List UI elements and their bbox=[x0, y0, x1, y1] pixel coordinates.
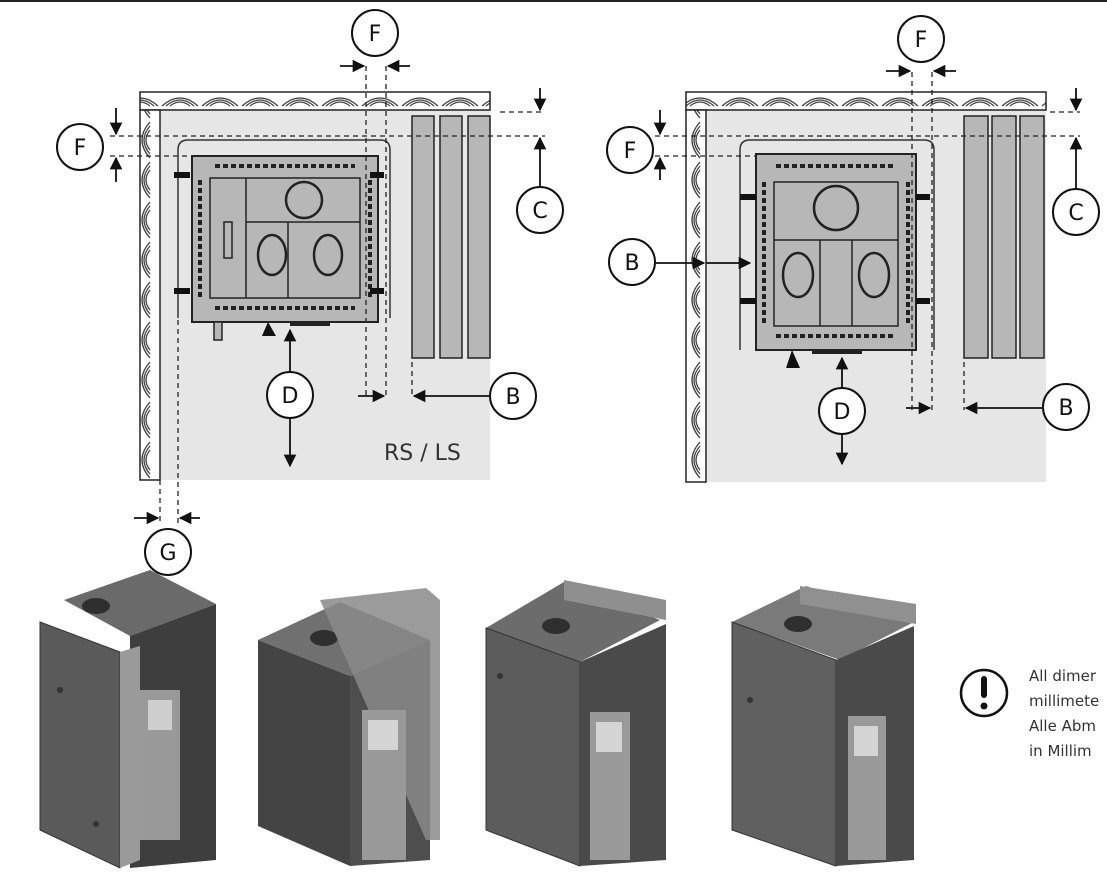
dimension-note: All dimer millimete Alle Abm in Millim bbox=[1029, 664, 1107, 764]
note-line: All dimer bbox=[1029, 667, 1097, 685]
stove-variant-3 bbox=[485, 580, 666, 867]
right-plan-diagram: F F C B D B bbox=[606, 15, 1100, 483]
label-d: D bbox=[818, 387, 866, 435]
stove-variant-4 bbox=[731, 586, 916, 867]
heater-panel bbox=[467, 115, 491, 359]
svg-text:C: C bbox=[1068, 201, 1083, 226]
heater-panel bbox=[1019, 115, 1045, 359]
back-wall bbox=[685, 91, 1047, 111]
label-b: B bbox=[489, 372, 537, 420]
svg-text:B: B bbox=[1058, 396, 1073, 421]
label-f-side: F bbox=[56, 123, 104, 171]
svg-text:G: G bbox=[159, 541, 176, 566]
label-f-top: F bbox=[897, 15, 945, 63]
heater-panel bbox=[439, 115, 463, 359]
label-b: B bbox=[1042, 383, 1090, 431]
note-line: in Millim bbox=[1029, 742, 1092, 760]
stove-inner bbox=[209, 177, 361, 299]
stone-hole bbox=[781, 251, 815, 299]
shield-outline bbox=[739, 139, 935, 350]
svg-text:F: F bbox=[915, 28, 928, 53]
side-wall bbox=[139, 109, 161, 481]
exclamation-circle-icon bbox=[959, 668, 1009, 718]
stove-top-view bbox=[755, 153, 917, 351]
heater-panel bbox=[411, 115, 435, 359]
heater-panel bbox=[991, 115, 1017, 359]
svg-text:B: B bbox=[505, 385, 520, 410]
note-line: millimete bbox=[1029, 692, 1100, 710]
stone-hole bbox=[256, 233, 288, 277]
svg-text:B: B bbox=[624, 251, 639, 276]
svg-text:D: D bbox=[282, 384, 299, 409]
label-c: C bbox=[1052, 188, 1100, 236]
shield-outline bbox=[177, 139, 391, 318]
note-line: Alle Abm bbox=[1029, 717, 1096, 735]
stone-hole bbox=[284, 180, 324, 220]
stone-hole bbox=[857, 251, 891, 299]
stove-top-view bbox=[191, 155, 379, 323]
label-f-side: F bbox=[606, 126, 654, 174]
label-f-top: F bbox=[351, 9, 399, 57]
label-g: G bbox=[144, 528, 192, 576]
label-b-side: B bbox=[608, 238, 656, 286]
room-tag: RS / LS bbox=[384, 441, 461, 466]
svg-text:F: F bbox=[74, 136, 87, 161]
label-c: C bbox=[516, 186, 564, 234]
back-wall bbox=[139, 91, 491, 111]
label-d: D bbox=[266, 371, 314, 419]
stove-variant-1 bbox=[39, 570, 216, 869]
stone-hole bbox=[312, 233, 344, 277]
svg-text:F: F bbox=[369, 22, 382, 47]
left-plan-diagram: F F C D B G RS / LS bbox=[56, 9, 564, 576]
heater-panel bbox=[963, 115, 989, 359]
side-wall bbox=[685, 109, 707, 483]
stove-variant-2 bbox=[258, 588, 440, 866]
svg-text:D: D bbox=[834, 400, 851, 425]
stone-hole bbox=[812, 184, 860, 232]
svg-text:C: C bbox=[532, 199, 547, 224]
svg-text:F: F bbox=[624, 139, 637, 164]
